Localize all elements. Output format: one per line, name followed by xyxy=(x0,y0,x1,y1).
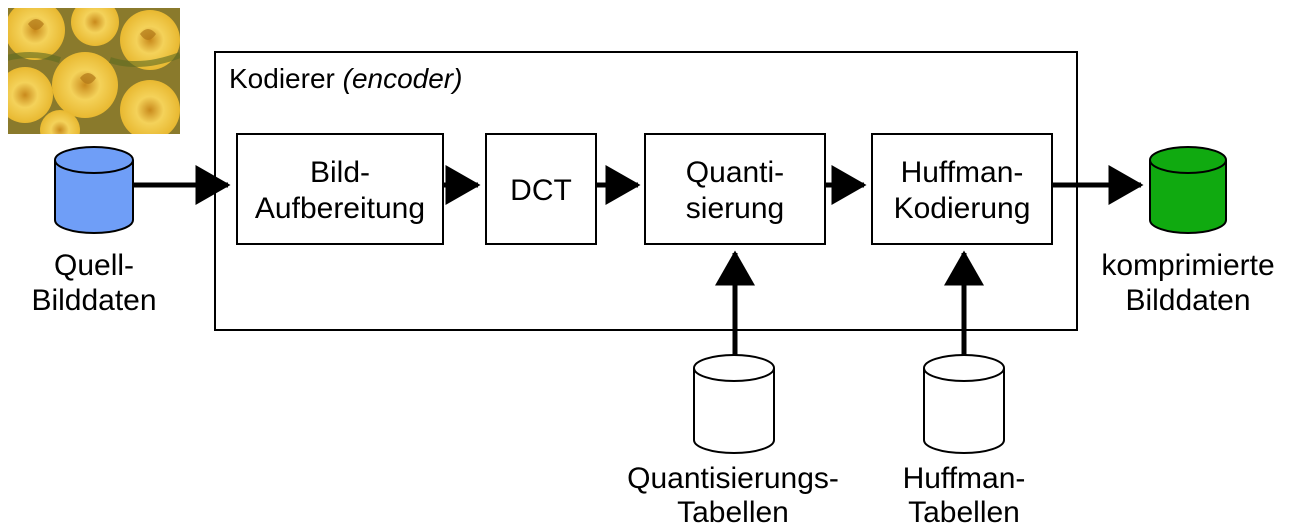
output-label-line2: Bilddaten xyxy=(1125,284,1250,317)
quant-table-label-line1: Quantisierungs- xyxy=(627,462,839,495)
huffman-table-label-line2: Tabellen xyxy=(908,496,1020,529)
block-huffman-kodierung: Huffman- Kodierung xyxy=(871,133,1053,245)
block-quantisierung: Quanti- sierung xyxy=(644,133,826,245)
block-bild-aufbereitung-line1: Bild- xyxy=(310,156,370,189)
block-quantisierung-line2: sierung xyxy=(686,192,784,225)
source-label-line1: Quell- xyxy=(54,249,134,282)
huffman-table-label-line1: Huffman- xyxy=(903,462,1026,495)
quantization-table-cylinder-icon xyxy=(693,354,775,454)
output-label-line1: komprimierte xyxy=(1101,249,1274,282)
quant-table-label-line2: Tabellen xyxy=(677,496,789,529)
encoder-title: Kodierer (encoder) xyxy=(229,63,462,94)
block-quantisierung-line1: Quanti- xyxy=(686,156,784,189)
block-dct-label: DCT xyxy=(510,174,572,207)
source-label-line2: Bilddaten xyxy=(31,284,156,317)
output-data-cylinder-icon xyxy=(1149,146,1227,234)
block-dct: DCT xyxy=(485,133,597,245)
huffman-table-cylinder-icon xyxy=(923,354,1005,454)
source-data-cylinder-icon xyxy=(54,146,134,234)
block-huffman-line2: Kodierung xyxy=(894,192,1031,225)
block-bild-aufbereitung: Bild- Aufbereitung xyxy=(236,133,444,245)
block-bild-aufbereitung-line2: Aufbereitung xyxy=(255,192,425,225)
block-huffman-line1: Huffman- xyxy=(901,156,1024,189)
source-image-thumbnail xyxy=(8,8,180,134)
